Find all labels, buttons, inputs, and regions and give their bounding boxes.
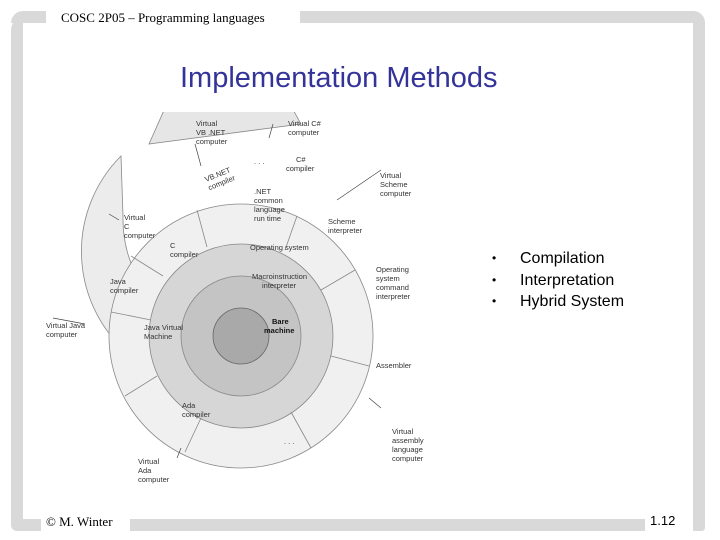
bullet-dot: • (492, 251, 497, 265)
bullet-item: • Interpretation (488, 270, 624, 292)
label-csharp-compiler: C#compiler (286, 155, 315, 173)
bare-machine-core (212, 307, 270, 365)
label-vbnet-compiler: VB.NETcompiler (203, 165, 236, 192)
frame-top (300, 11, 705, 23)
bullet-list: • Compilation • Interpretation • Hybrid Sys… (488, 248, 624, 313)
bullet-dot: • (492, 294, 497, 308)
ring-dividers (110, 209, 370, 453)
ellipsis-top: . . . (254, 157, 264, 166)
label-operating-system: Operating system (250, 243, 309, 252)
bullet-item: • Hybrid System (488, 291, 624, 313)
outer-wedges (148, 112, 302, 145)
label-assembler: Assembler (376, 361, 412, 370)
label-virtual-csharp: Virtual C#computer (288, 119, 322, 137)
frame-left (11, 18, 23, 523)
course-header: COSC 2P05 – Programming languages (61, 10, 265, 25)
callout-lines (52, 123, 382, 459)
ellipsis-bottom: . . . (284, 437, 294, 446)
page-number: 1.12 (650, 513, 676, 528)
slide-title: Implementation Methods (180, 62, 498, 94)
bullet-item: • Compilation (488, 248, 624, 270)
frame-bottom (130, 519, 645, 531)
bullet-text: Compilation (520, 250, 605, 267)
bullet-text: Hybrid System (520, 293, 625, 310)
bullet-text: Interpretation (520, 271, 615, 289)
frame-right (693, 11, 705, 531)
footer-author: © M. Winter (46, 514, 113, 529)
frame-bottom-left (11, 519, 41, 531)
bullet-dot: • (492, 272, 497, 287)
